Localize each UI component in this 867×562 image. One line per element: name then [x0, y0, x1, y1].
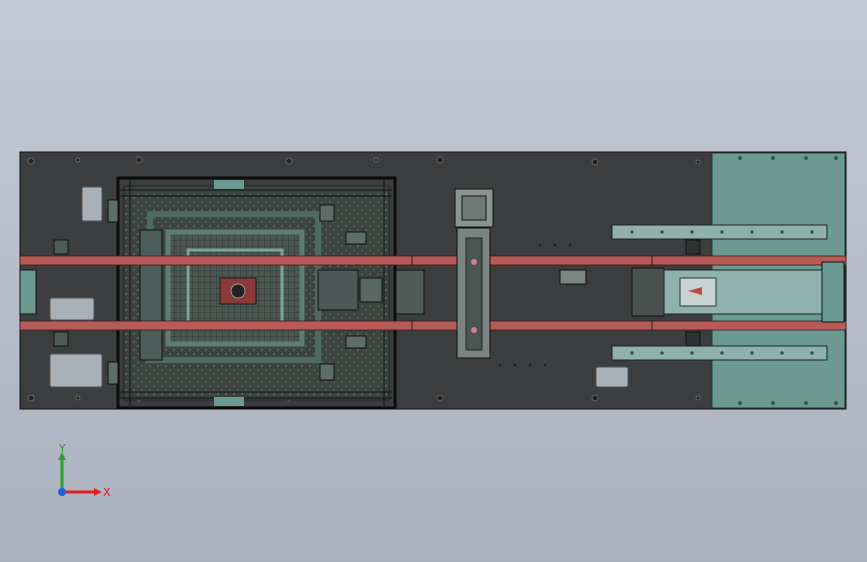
cylinder-mid [559, 269, 587, 285]
rail-brackets [53, 239, 425, 347]
axis-y-label: Y [59, 442, 66, 455]
panel-bolts [738, 156, 838, 405]
axis-triad-icon [58, 452, 102, 496]
rail-bottom[interactable] [19, 320, 847, 331]
cutout-left-mid [49, 297, 95, 321]
frame-block-right [317, 269, 359, 311]
slide-head-inner [461, 195, 487, 221]
stop-block-right [631, 267, 665, 317]
slide-track [465, 237, 483, 351]
rail-joints [411, 255, 653, 331]
carriage-pointer [688, 287, 702, 295]
slide-markers [471, 259, 477, 333]
frame-tab-top [214, 180, 244, 189]
center-spindle[interactable] [230, 283, 246, 299]
end-stop-right [821, 261, 845, 323]
frame-block-right2 [359, 277, 383, 303]
frame-tab-bottom [214, 397, 244, 406]
frame-block-left [139, 229, 163, 361]
guide-rail-top[interactable] [611, 224, 828, 240]
left-end-block[interactable] [19, 269, 37, 315]
main-frame[interactable] [116, 176, 397, 410]
axis-x-label: X [103, 486, 111, 499]
guide-rail-bottom[interactable] [611, 345, 828, 361]
plate-dots [498, 243, 572, 367]
cutout-left-top [81, 186, 103, 222]
cutout-right-bottom [595, 366, 629, 388]
guide-holes [630, 230, 814, 355]
cutout-left-bottom [49, 353, 103, 388]
guide-blocks [685, 239, 701, 347]
rail-top[interactable] [19, 255, 847, 266]
frame-lines [120, 180, 392, 406]
frame-clamps [107, 199, 367, 385]
